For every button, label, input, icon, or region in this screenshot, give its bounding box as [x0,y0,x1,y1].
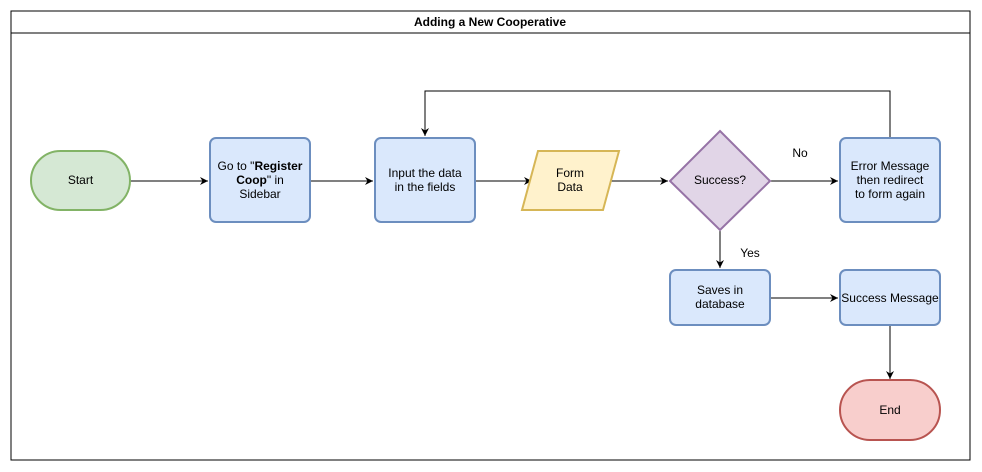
edge-label-no: No [792,146,808,160]
node-success-label: Success Message [841,291,939,305]
node-goto-register-coop: Go to "Register Coop" in Sidebar [209,137,311,223]
node-error-line1: Error Message [851,159,930,173]
edge-error-to-input [421,90,891,138]
node-decision-label: Success? [694,173,746,187]
edge-label-yes: Yes [740,246,760,260]
edges [130,90,894,379]
node-form-line1: Form [556,166,584,180]
node-end: End [839,379,941,441]
node-error-line2: then redirect [857,173,924,187]
node-form-line2: Data [557,180,583,194]
node-form-data: Form Data [520,150,621,211]
node-start-label: Start [68,173,94,187]
node-input-data: Input the data in the fields [374,137,476,223]
node-goto-line1: Go to "Register [218,159,303,173]
node-input-line2: in the fields [395,180,456,194]
node-saves-database: Saves in database [669,269,771,326]
diagram-title: Adding a New Cooperative [414,15,566,29]
node-save-line1: Saves in [697,283,743,297]
node-error-message: Error Message then redirect to form agai… [839,137,941,223]
node-end-label: End [879,403,900,417]
pool-container: Adding a New Cooperative [10,10,971,461]
node-error-line3: to form again [855,187,925,201]
node-input-line1: Input the data [388,166,462,180]
node-goto-line3: Sidebar [239,187,280,201]
node-success-message: Success Message [839,269,941,326]
node-decision-success: Success? [668,129,772,232]
node-start: Start [30,150,131,211]
node-goto-line2: Coop" in [236,173,284,187]
node-save-line2: database [695,297,745,311]
